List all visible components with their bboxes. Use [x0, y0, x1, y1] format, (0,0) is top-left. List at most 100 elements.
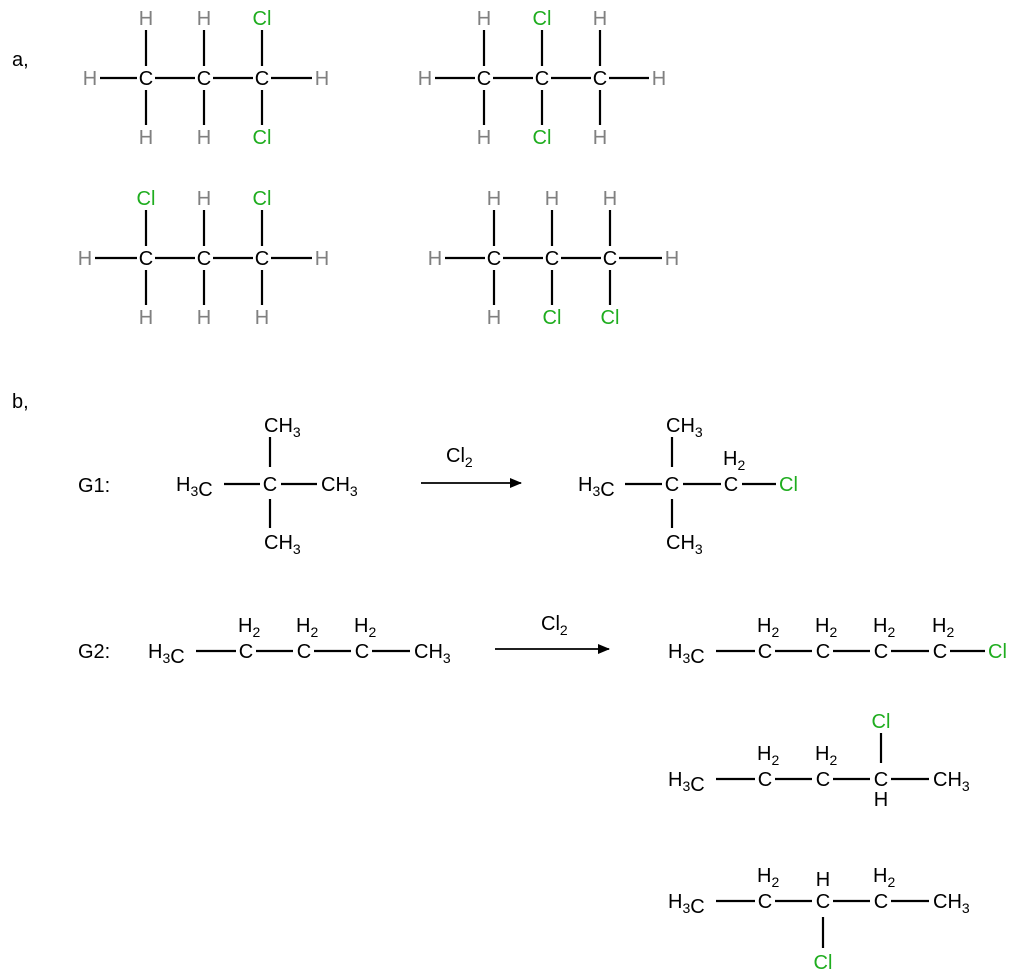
- bottom-substituent-atom: H: [477, 127, 491, 149]
- g2-product-1-c2: C: [816, 641, 830, 663]
- g2-product-2-c3: C: [874, 769, 888, 791]
- g2-product-1-c4: C: [933, 641, 947, 663]
- top-substituent-atom: H: [139, 8, 153, 30]
- g1-reactant-bottom-ch3: CH3: [264, 532, 301, 557]
- bottom-substituent-atom: H: [197, 307, 211, 329]
- g2-product-1-cl: Cl: [988, 641, 1007, 663]
- carbon-atom: C: [477, 68, 491, 90]
- g2-product-1-h2-1: H2: [757, 615, 779, 640]
- g2-reagent-cl2: Cl2: [541, 613, 568, 638]
- g2-reactant: H3C C C C H2 H2 H2 CH3: [148, 615, 451, 668]
- g1-label: G1:: [78, 475, 110, 497]
- bottom-substituent-atom: Cl: [533, 127, 552, 149]
- bottom-substituent-atom: Cl: [543, 307, 562, 329]
- g2-product-2-c2: C: [816, 769, 830, 791]
- g1-product-ch2-c: C: [724, 474, 738, 496]
- g2-product-3-h2-1: H2: [757, 865, 779, 890]
- top-substituent-atom: H: [593, 8, 607, 30]
- right-end-atom: H: [652, 68, 666, 90]
- g2-product-2-h3c: H3C: [668, 769, 705, 796]
- top-substituent-atom: H: [477, 8, 491, 30]
- g2-reactant-c1: C: [239, 641, 253, 663]
- carbon-atom: C: [197, 248, 211, 270]
- carbon-atom: C: [139, 248, 153, 270]
- g2-product-1-h3c: H3C: [668, 641, 705, 668]
- g1-reagent-cl2: Cl2: [446, 445, 473, 470]
- g2-product-1-c3: C: [874, 641, 888, 663]
- top-substituent-atom: H: [197, 8, 211, 30]
- g2-product-3-c3: C: [874, 891, 888, 913]
- g2-reactant-c2: C: [297, 641, 311, 663]
- top-substituent-atom: Cl: [253, 8, 272, 30]
- top-substituent-atom: H: [487, 188, 501, 210]
- right-end-atom: H: [315, 248, 329, 270]
- carbon-atom: C: [593, 68, 607, 90]
- g2-reactant-h2-3: H2: [354, 615, 376, 640]
- g2-product-2-cl: Cl: [872, 711, 891, 733]
- top-substituent-atom: H: [603, 188, 617, 210]
- g2-product-2-h2-2: H2: [815, 743, 837, 768]
- part-a-label: a,: [12, 49, 29, 71]
- carbon-atom: C: [535, 68, 549, 90]
- carbon-atom: C: [255, 248, 269, 270]
- g2-product-2-c1: C: [758, 769, 772, 791]
- g2-product-3-c1: C: [758, 891, 772, 913]
- g1-product-top-ch3: CH3: [666, 415, 703, 440]
- g2-product-3-cl: Cl: [814, 952, 833, 974]
- carbon-atom: C: [487, 248, 501, 270]
- g1-reactant: C CH3 CH3 H3C CH3: [176, 415, 358, 557]
- g1-reactant-right-ch3: CH3: [321, 474, 358, 499]
- left-end-atom: H: [428, 248, 442, 270]
- bottom-substituent-atom: Cl: [601, 307, 620, 329]
- g1-product-h2-label: H2: [723, 448, 745, 473]
- bottom-substituent-atom: H: [487, 307, 501, 329]
- right-end-atom: H: [315, 68, 329, 90]
- left-end-atom: H: [78, 248, 92, 270]
- bottom-substituent-atom: Cl: [253, 127, 272, 149]
- right-end-atom: H: [665, 248, 679, 270]
- g2-product-3: H3C C C C H2 H H2 Cl CH3: [668, 865, 970, 974]
- g2-reactant-h3c: H3C: [148, 641, 185, 668]
- g1-reactant-center-c: C: [263, 474, 277, 496]
- g2-product-1-h2-4: H2: [932, 615, 954, 640]
- left-end-atom: H: [83, 68, 97, 90]
- g2-product-2: H3C C C C H2 H2 Cl H CH3: [668, 711, 970, 811]
- g1-reactant-top-ch3: CH3: [264, 415, 301, 440]
- g2-product-2-ch3: CH3: [933, 769, 970, 794]
- g2-product-1: H3C C C C C H2 H2 H2 H2 Cl: [668, 615, 1007, 668]
- g1-product-cl: Cl: [779, 474, 798, 496]
- g2-product-1-h2-2: H2: [815, 615, 837, 640]
- g1-reaction-arrow: Cl2: [421, 445, 522, 488]
- bottom-substituent-atom: H: [593, 127, 607, 149]
- g2-product-3-h2-3: H2: [873, 865, 895, 890]
- g2-product-2-h2-1: H2: [757, 743, 779, 768]
- left-end-atom: H: [418, 68, 432, 90]
- carbon-atom: C: [603, 248, 617, 270]
- g2-reactant-h2-2: H2: [296, 615, 318, 640]
- g2-product-1-h2-3: H2: [873, 615, 895, 640]
- g2-product-3-ch3: CH3: [933, 891, 970, 916]
- top-substituent-atom: H: [197, 188, 211, 210]
- bottom-substituent-atom: H: [139, 307, 153, 329]
- g1-product-bottom-ch3: CH3: [666, 532, 703, 557]
- g1-reactant-left-h3c: H3C: [176, 474, 213, 501]
- g2-reactant-ch3: CH3: [414, 641, 451, 666]
- g2-label: G2:: [78, 641, 110, 663]
- top-substituent-atom: Cl: [137, 188, 156, 210]
- top-substituent-atom: H: [545, 188, 559, 210]
- carbon-atom: C: [545, 248, 559, 270]
- carbon-atom: C: [255, 68, 269, 90]
- g2-product-2-h: H: [874, 789, 888, 811]
- g2-product-3-h3c: H3C: [668, 891, 705, 918]
- bottom-substituent-atom: H: [255, 307, 269, 329]
- g2-reaction-arrow: Cl2: [495, 613, 610, 654]
- bottom-substituent-atom: H: [197, 127, 211, 149]
- g2-product-3-h: H: [816, 869, 830, 891]
- part-b-label: b,: [12, 391, 29, 413]
- top-substituent-atom: Cl: [253, 188, 272, 210]
- g1-product-left-h3c: H3C: [578, 474, 615, 501]
